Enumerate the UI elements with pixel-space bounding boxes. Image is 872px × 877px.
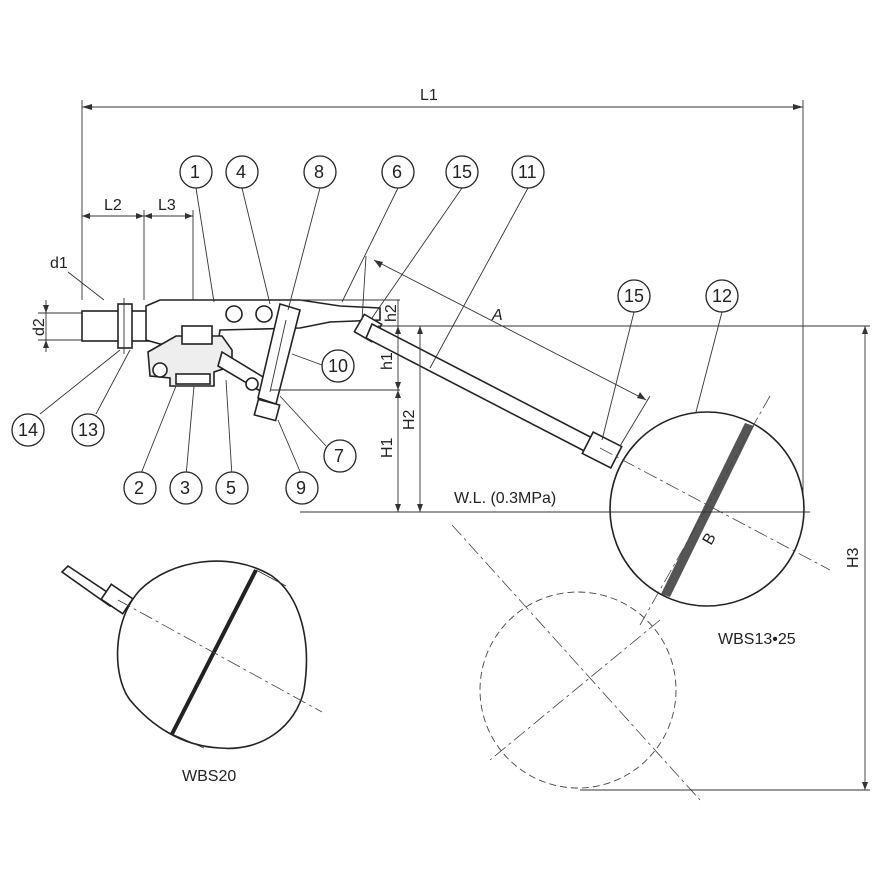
svg-text:14: 14 bbox=[18, 420, 38, 440]
part-callout-12: 12 bbox=[705, 279, 739, 313]
part-callout-10: 10 bbox=[321, 349, 355, 383]
dim-d1-d2: d1 d2 bbox=[31, 255, 105, 352]
label-L1: L1 bbox=[420, 87, 438, 104]
label-L3: L3 bbox=[158, 197, 176, 214]
part-callout-3: 3 bbox=[169, 471, 203, 505]
svg-text:11: 11 bbox=[518, 162, 537, 182]
dim-A: A bbox=[361, 255, 651, 447]
label-h1: h1 bbox=[379, 352, 396, 370]
svg-text:13: 13 bbox=[78, 420, 98, 440]
part-callout-2: 2 bbox=[123, 471, 157, 505]
svg-text:1: 1 bbox=[190, 162, 200, 182]
float-ball-alt bbox=[60, 560, 323, 750]
float-arm bbox=[364, 322, 623, 470]
label-A: A bbox=[491, 307, 503, 324]
part-callout-5: 5 bbox=[215, 471, 249, 505]
svg-text:12: 12 bbox=[712, 286, 732, 306]
float-ball-main bbox=[599, 395, 831, 626]
dim-L1: L1 bbox=[81, 87, 804, 505]
float-ball-lowered bbox=[451, 524, 870, 801]
label-L2: L2 bbox=[104, 197, 122, 214]
label-d2: d2 bbox=[31, 318, 48, 336]
water-level-label: W.L. (0.3MPa) bbox=[454, 490, 556, 507]
part-callout-14: 14 bbox=[11, 413, 45, 447]
part-callout-7: 7 bbox=[323, 439, 357, 473]
dim-heights: h2 h1 H1 H2 H3 bbox=[270, 299, 870, 790]
part-callout-15-top: 15 bbox=[445, 155, 479, 189]
label-H1: H1 bbox=[379, 437, 396, 458]
part-callout-15-right: 15 bbox=[617, 279, 651, 313]
model-label-alt: WBS20 bbox=[182, 768, 236, 785]
part-callout-8: 8 bbox=[303, 155, 337, 189]
label-H2: H2 bbox=[401, 409, 418, 430]
svg-text:8: 8 bbox=[314, 162, 324, 182]
part-callout-11: 11 bbox=[511, 155, 545, 189]
svg-text:4: 4 bbox=[236, 162, 246, 182]
model-label-main: WBS13•25 bbox=[718, 631, 796, 648]
part-callout-1: 1 bbox=[179, 155, 213, 189]
part-callout-9: 9 bbox=[285, 471, 319, 505]
svg-text:5: 5 bbox=[226, 478, 236, 498]
svg-text:3: 3 bbox=[180, 478, 190, 498]
svg-text:15: 15 bbox=[452, 162, 472, 182]
svg-text:6: 6 bbox=[392, 162, 402, 182]
label-d1: d1 bbox=[50, 255, 68, 272]
leader-lines bbox=[39, 187, 723, 477]
valve-body bbox=[81, 298, 383, 422]
svg-text:2: 2 bbox=[134, 478, 144, 498]
svg-text:9: 9 bbox=[296, 478, 306, 498]
label-h2: h2 bbox=[383, 304, 400, 322]
svg-text:7: 7 bbox=[334, 446, 344, 466]
part-callout-4: 4 bbox=[225, 155, 259, 189]
svg-text:15: 15 bbox=[624, 286, 644, 306]
dim-L2-L3: L2 L3 bbox=[82, 197, 194, 300]
part-callout-13: 13 bbox=[71, 413, 105, 447]
label-H3: H3 bbox=[845, 547, 862, 568]
svg-text:10: 10 bbox=[328, 356, 348, 376]
part-callout-6: 6 bbox=[381, 155, 415, 189]
